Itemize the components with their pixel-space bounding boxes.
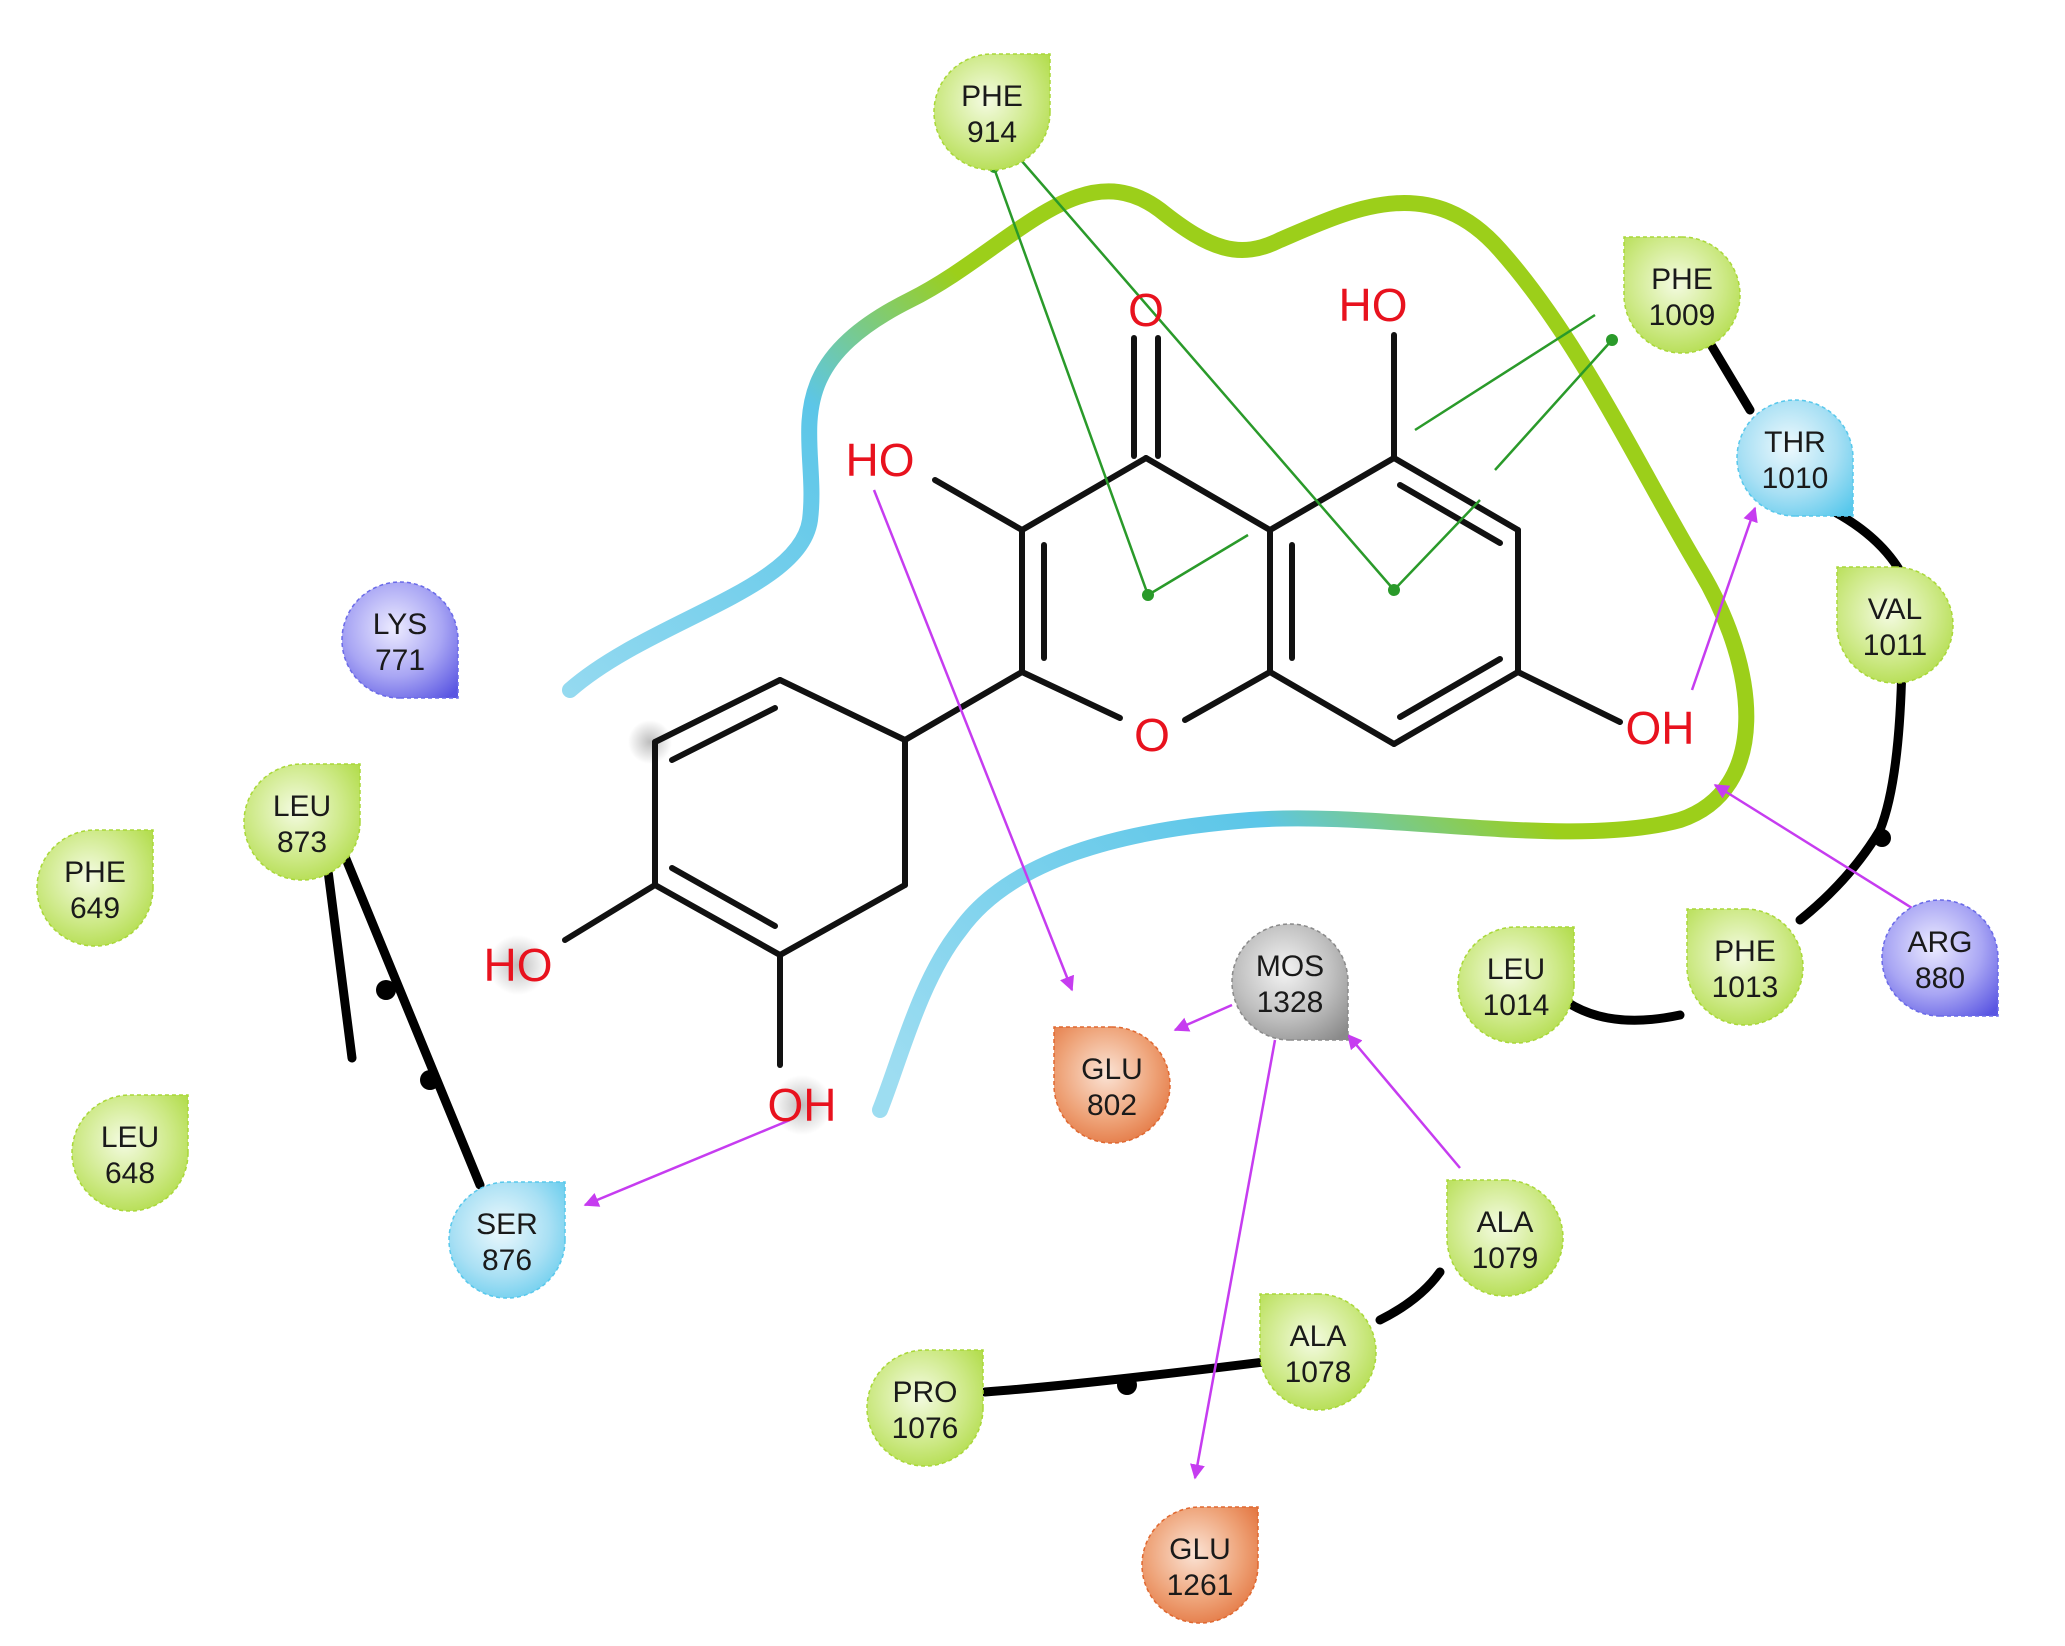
residue-number: 1328	[1257, 986, 1324, 1019]
residue-marker-shape	[448, 1181, 566, 1299]
residue-name: THR	[1764, 426, 1826, 459]
residue-marker-shape	[1141, 1506, 1259, 1624]
ligand-skeleton	[562, 332, 1623, 1068]
pocket-outline	[562, 183, 1755, 1118]
residue-marker-shape	[866, 1349, 984, 1467]
pi-stacking-interactions	[989, 151, 1618, 601]
residue-name: PHE	[1714, 935, 1776, 968]
residue-number: 880	[1915, 962, 1965, 995]
residue-number: 914	[967, 116, 1017, 149]
residue-number: 876	[482, 1244, 532, 1277]
residue-name: VAL	[1868, 593, 1922, 626]
residue-marker-shape	[933, 53, 1051, 171]
residue-marker-shape	[71, 1094, 189, 1212]
residue-name: GLU	[1081, 1053, 1143, 1086]
residue-number: 1078	[1285, 1356, 1352, 1389]
residue-number: 648	[105, 1157, 155, 1190]
residue-number: 1079	[1472, 1242, 1539, 1275]
residue-number: 649	[70, 892, 120, 925]
residue-marker-shape	[1686, 908, 1804, 1026]
residue-name: PHE	[64, 856, 126, 889]
residue-marker-shape	[1259, 1293, 1377, 1411]
residue-markers: PHE914PHE1009THR1010VAL1011LYS771LEU873P…	[36, 53, 1999, 1624]
atom-7-hydroxyl: OH	[1626, 702, 1695, 754]
residue-number: 1261	[1167, 1569, 1234, 1602]
residue-name: MOS	[1256, 950, 1324, 983]
hydrogen-bond-interactions	[583, 489, 1913, 1480]
residue-marker-shape	[1446, 1179, 1564, 1297]
residue-marker-shape	[1457, 926, 1575, 1044]
residue-name: PHE	[1651, 263, 1713, 296]
atom-carbonyl-oxygen: O	[1128, 284, 1164, 336]
residue-name: ALA	[1290, 1320, 1347, 1353]
residue-marker-shape	[1231, 923, 1349, 1041]
residue-name: PRO	[892, 1376, 957, 1409]
residue-marker-shape	[1053, 1026, 1171, 1144]
residue-name: ARG	[1907, 926, 1972, 959]
residue-marker-shape	[36, 829, 154, 947]
residue-marker-shape	[341, 581, 459, 699]
atom-3prime-hydroxyl: OH	[768, 1079, 837, 1131]
residue-name: SER	[476, 1208, 538, 1241]
residue-number: 1014	[1483, 989, 1550, 1022]
atom-4prime-hydroxyl: HO	[484, 939, 553, 991]
residue-number: 771	[375, 644, 425, 677]
residue-name: LYS	[373, 608, 427, 641]
residue-name: ALA	[1477, 1206, 1534, 1239]
atom-5-hydroxyl: HO	[1339, 279, 1408, 331]
residue-marker-shape	[1736, 399, 1854, 517]
residue-number: 1010	[1762, 462, 1829, 495]
residue-marker-shape	[1623, 236, 1741, 354]
residue-name: LEU	[1487, 953, 1545, 986]
residue-name: GLU	[1169, 1533, 1231, 1566]
residue-name: PHE	[961, 80, 1023, 113]
atom-3-hydroxyl: HO	[846, 434, 915, 486]
ligand-atom-labels: O O HO HO OH OH HO	[484, 279, 1695, 1131]
residue-number: 1013	[1712, 971, 1779, 1004]
residue-number: 1009	[1649, 299, 1716, 332]
residue-number: 1011	[1863, 629, 1928, 662]
residue-number: 873	[277, 826, 327, 859]
residue-marker-shape	[1881, 899, 1999, 1017]
residue-name: LEU	[101, 1121, 159, 1154]
solvent-exposure-halos	[488, 720, 832, 1135]
residue-number: 802	[1087, 1089, 1137, 1122]
atom-ring-oxygen: O	[1134, 709, 1170, 761]
residue-number: 1076	[892, 1412, 959, 1445]
residue-name: LEU	[273, 790, 331, 823]
residue-marker-shape	[243, 763, 361, 881]
residue-marker-shape	[1836, 566, 1954, 684]
